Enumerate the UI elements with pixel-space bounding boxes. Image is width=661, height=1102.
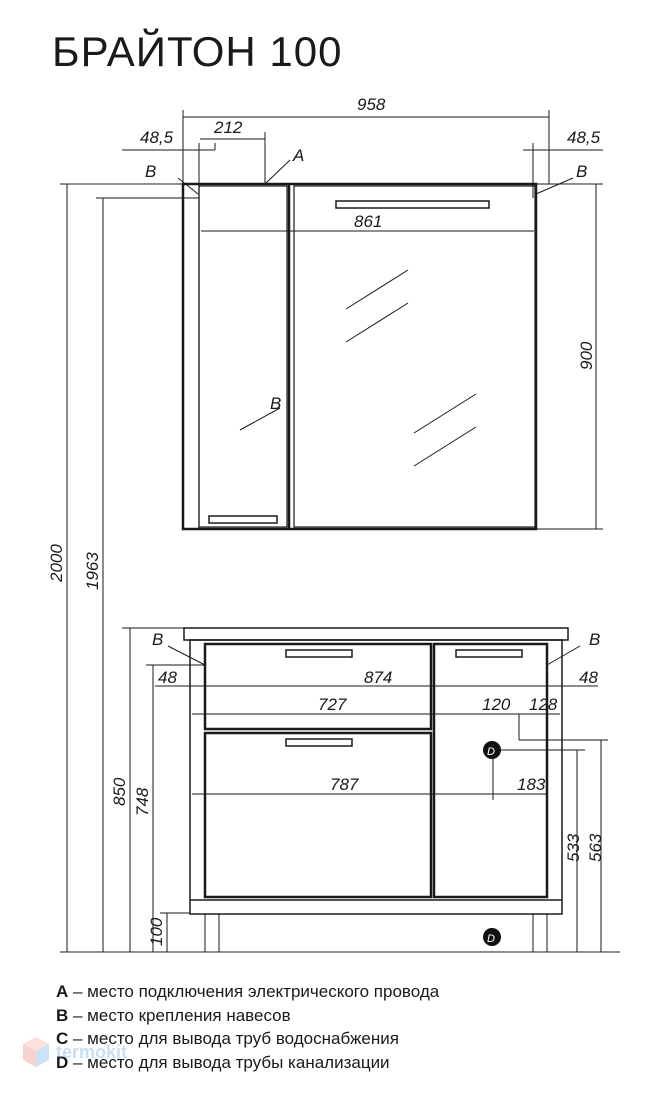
dim-128: 128 xyxy=(529,695,558,714)
dim-748: 748 xyxy=(133,787,152,816)
bottom-drawer xyxy=(203,731,433,899)
side-door xyxy=(432,642,549,899)
dim-861: 861 xyxy=(354,212,382,231)
countertop xyxy=(183,627,569,641)
mirror-light xyxy=(335,200,490,209)
top-drawer-handle xyxy=(285,649,353,658)
dim-212: 212 xyxy=(213,118,243,137)
marker-b-vanity-right: B xyxy=(589,630,600,649)
legend-item-a: A – место подключения электрического про… xyxy=(56,982,440,1001)
drain-marker xyxy=(483,741,501,759)
watermark-text: termokit xyxy=(56,1041,128,1062)
dim-874: 874 xyxy=(364,668,392,687)
mirror-door xyxy=(198,185,288,528)
dim-183: 183 xyxy=(517,775,546,794)
dim-100: 100 xyxy=(147,917,166,946)
dim-958: 958 xyxy=(357,95,386,114)
dim-120: 120 xyxy=(482,695,511,714)
vanity-body xyxy=(189,639,563,915)
vanity-unit xyxy=(183,627,569,952)
dim-right-48-5: 48,5 xyxy=(567,128,601,147)
mirror-door-handle xyxy=(208,515,278,524)
bottom-drawer-handle xyxy=(285,738,353,747)
page-title: БРАЙТОН 100 xyxy=(52,28,343,75)
dim-left-48: 48 xyxy=(158,668,177,687)
dim-right-48: 48 xyxy=(579,668,598,687)
side-door-handle xyxy=(455,649,523,658)
marker-b-vanity-left: B xyxy=(152,630,163,649)
legend: A – место подключения электрического про… xyxy=(56,980,439,1074)
marker-d-label: D xyxy=(487,746,495,758)
marker-d-label-bottom: D xyxy=(487,933,495,945)
dim-533: 533 xyxy=(564,833,583,862)
dim-1963: 1963 xyxy=(83,552,102,590)
legend-item-c: C – место для вывода труб водоснабжения xyxy=(56,1029,399,1048)
watermark: termokit xyxy=(22,1036,127,1068)
drain-marker-bottom xyxy=(483,928,501,946)
watermark-logo-icon xyxy=(23,1037,49,1067)
legend-item-d: D – место для вывода трубы канализации xyxy=(56,1052,390,1072)
dim-2000: 2000 xyxy=(47,544,66,583)
dim-787: 787 xyxy=(330,775,359,794)
dim-563: 563 xyxy=(586,833,605,862)
legend-item-b: B – место крепления навесов xyxy=(56,1005,291,1025)
dim-left-48-5: 48,5 xyxy=(140,128,174,147)
dim-727: 727 xyxy=(318,695,347,714)
mirror-cabinet xyxy=(181,182,538,531)
marker-a: A xyxy=(292,146,304,165)
mirror-frame xyxy=(181,182,538,531)
mirror-panel xyxy=(293,185,536,528)
dim-900: 900 xyxy=(577,341,596,370)
marker-b-left: B xyxy=(145,162,156,181)
dim-850: 850 xyxy=(110,777,129,806)
marker-b-door: B xyxy=(270,394,281,413)
marker-b-right: B xyxy=(576,162,587,181)
